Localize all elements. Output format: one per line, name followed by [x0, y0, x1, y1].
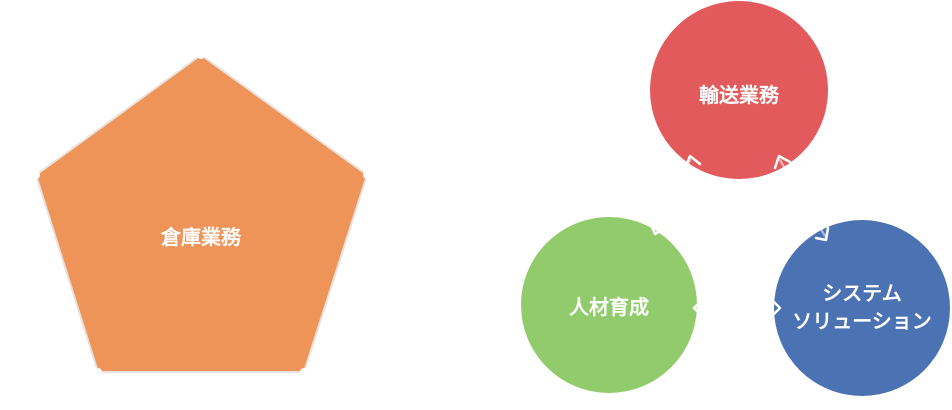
connector-line	[778, 158, 827, 238]
circle-system-label: システム ソリューション	[792, 279, 932, 335]
circle-transport	[650, 1, 828, 179]
circle-transport-label: 輸送業務	[699, 83, 779, 107]
pentagon-vertex-dot	[363, 171, 371, 179]
pentagon-label: 倉庫業務	[161, 225, 241, 249]
pentagon-shape	[34, 53, 369, 373]
connector-line	[656, 158, 692, 230]
arrow-head-icon	[683, 154, 702, 170]
connector-group	[648, 154, 830, 318]
pentagon-vertex-dot	[197, 51, 205, 59]
pentagon-vertex-dot	[300, 368, 308, 376]
arrow-head-icon	[773, 154, 792, 170]
arrow-head-icon	[770, 298, 782, 318]
arrow-head-icon	[814, 226, 830, 242]
circle-system-label-line2: ソリューション	[792, 309, 932, 333]
circle-hr-label: 人材育成	[569, 295, 649, 319]
circle-hr	[521, 217, 697, 393]
circle-system	[774, 220, 950, 396]
pentagon-vertex-dot	[94, 368, 102, 376]
pentagon-vertex-dot	[32, 171, 40, 179]
circle-system-label-line1: システム	[822, 281, 902, 305]
arrow-head-icon	[648, 220, 668, 236]
arrow-head-icon	[692, 298, 704, 318]
